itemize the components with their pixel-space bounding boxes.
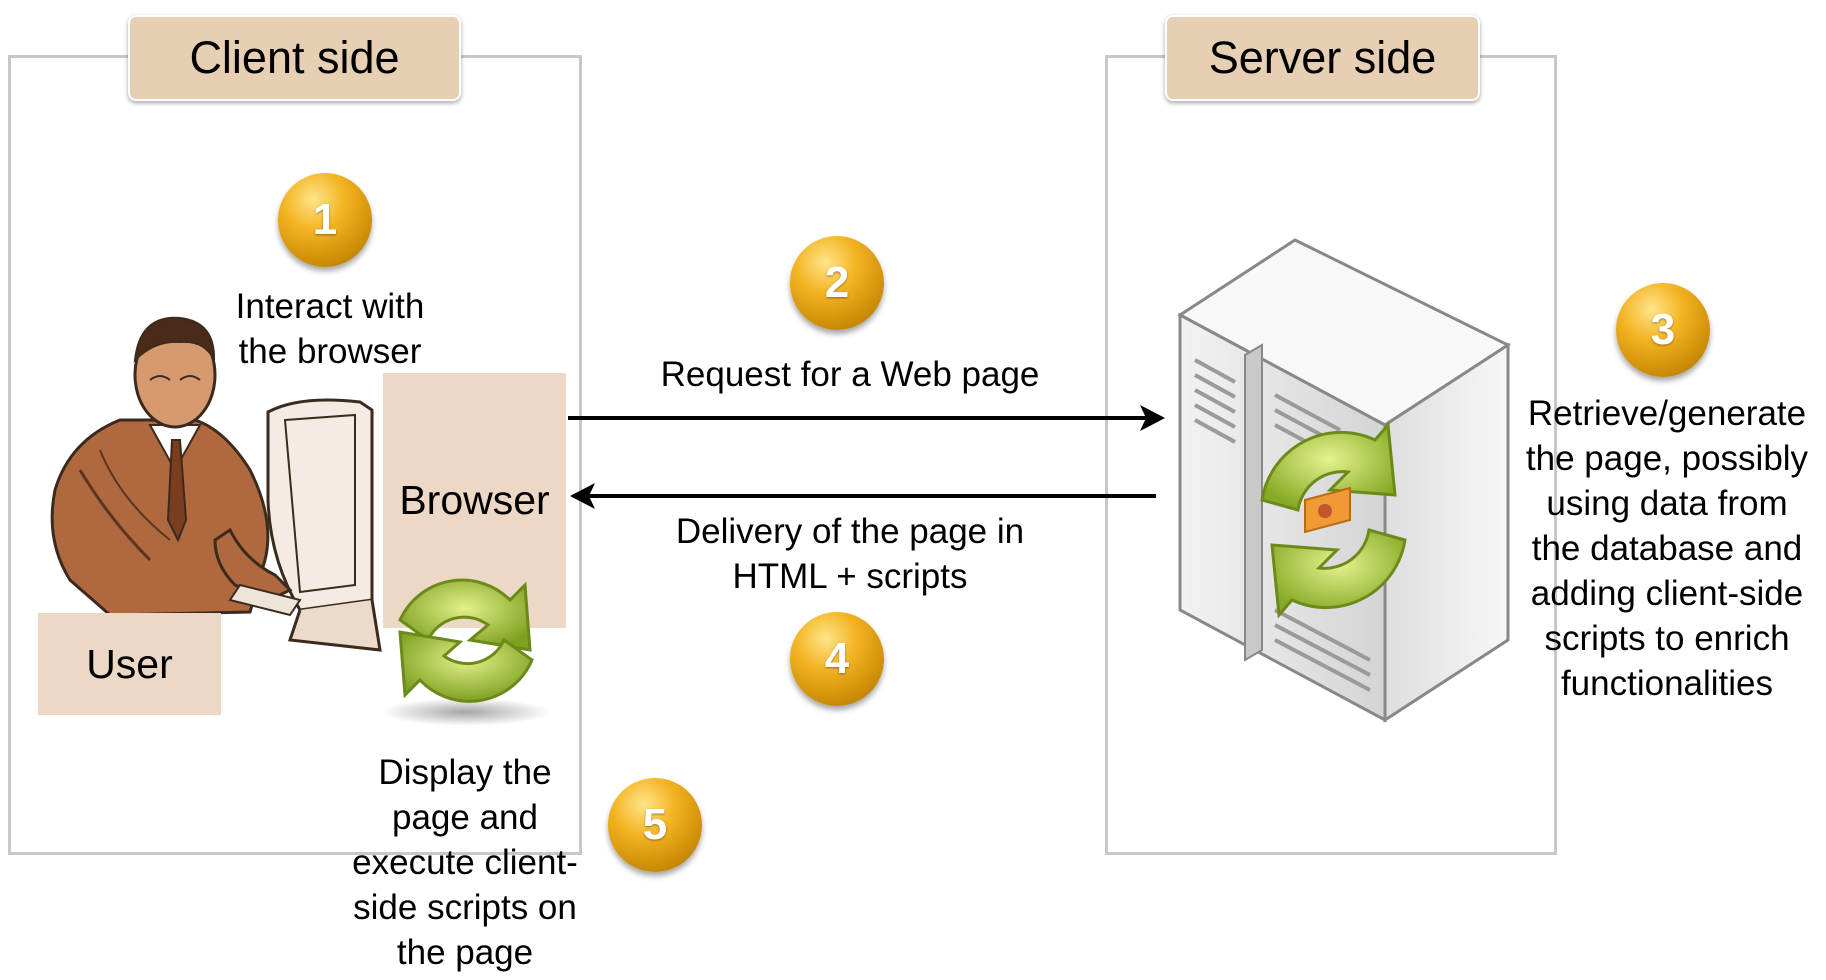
step-3-badge: 3 xyxy=(1616,283,1710,377)
step-1-badge: 1 xyxy=(278,173,372,267)
step-4-badge: 4 xyxy=(790,612,884,706)
step-5-badge: 5 xyxy=(608,778,702,872)
step-3-text: Retrieve/generate the page, possibly usi… xyxy=(1525,394,1809,703)
browser-label: Browser xyxy=(399,477,550,523)
step-5-text: Display the page and execute client- sid… xyxy=(352,753,578,972)
server-side-panel xyxy=(1105,55,1557,855)
user-label: User xyxy=(86,641,173,687)
user-box xyxy=(38,613,221,715)
step-1-text: Interact with the browser xyxy=(235,287,425,371)
server-side-title: Server side xyxy=(1165,15,1480,101)
step-2-text: Request for a Web page xyxy=(660,355,1040,394)
client-side-title: Client side xyxy=(128,15,461,101)
step-4-text: Delivery of the page in HTML + scripts xyxy=(675,512,1025,596)
step-2-badge: 2 xyxy=(790,236,884,330)
